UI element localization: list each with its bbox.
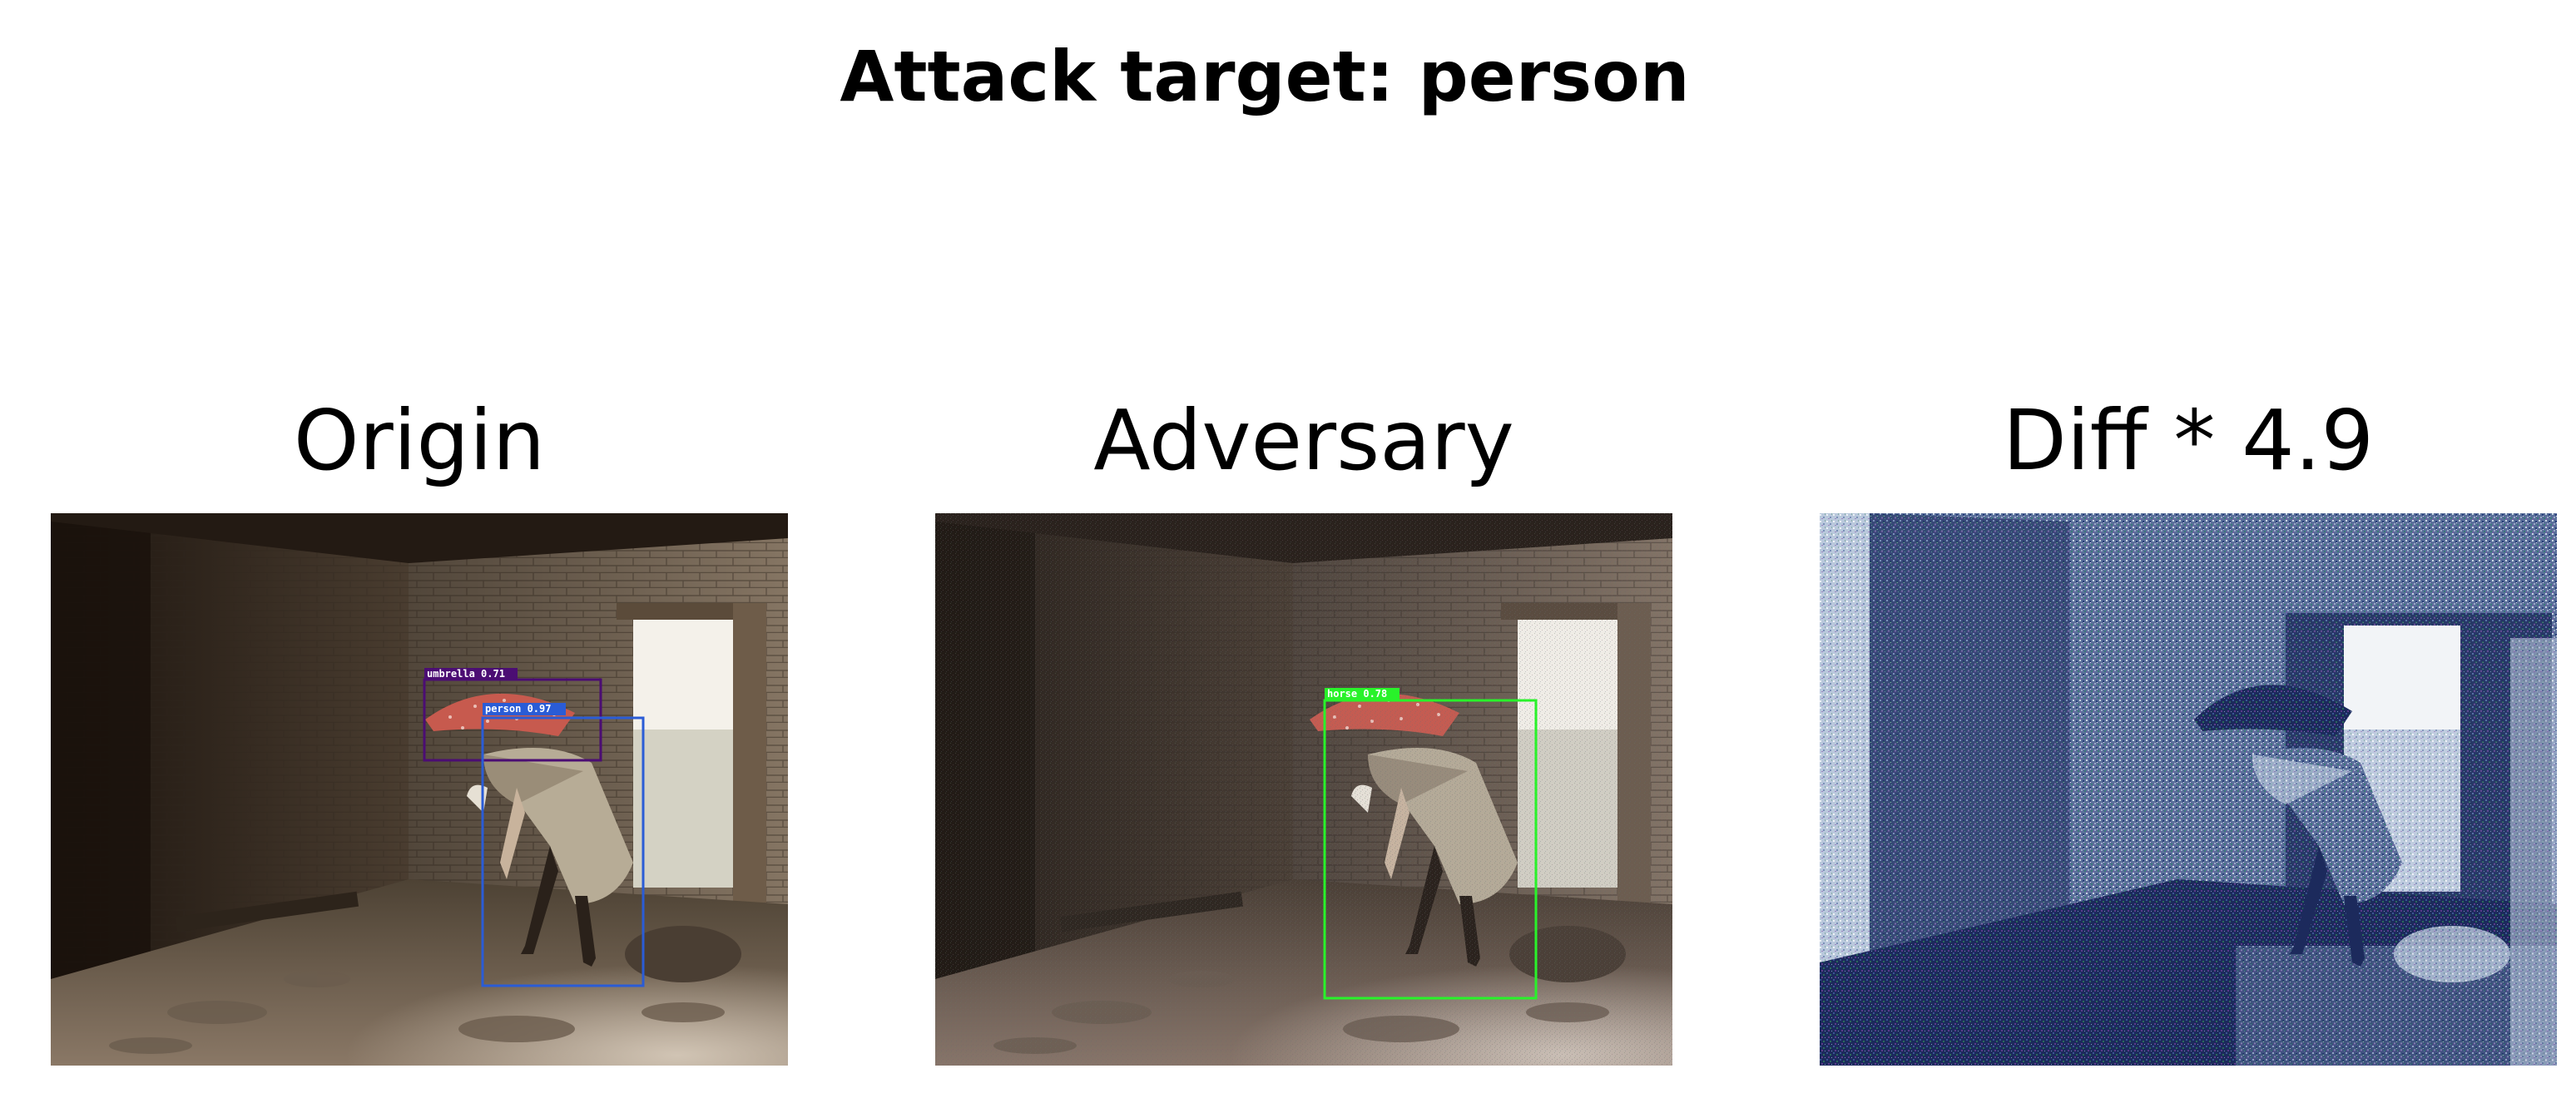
origin-scene-image — [51, 513, 788, 1066]
diff-image-panel — [1820, 513, 2557, 1066]
origin-image-panel: umbrella 0.71 person 0.97 — [51, 513, 788, 1066]
panel-title-adversary: Adversary — [1093, 392, 1514, 489]
detection-label-horse: horse 0.78 — [1327, 688, 1388, 700]
adversary-image-panel: horse 0.78 — [935, 513, 1672, 1066]
panel-title-origin: Origin — [293, 392, 546, 489]
detection-label-person: person 0.97 — [485, 703, 552, 715]
diff-perturbation-image — [1820, 513, 2557, 1066]
adversary-scene-image — [935, 513, 1672, 1066]
figure-title: Attack target: person — [840, 36, 1690, 117]
detection-label-umbrella: umbrella 0.71 — [427, 668, 505, 680]
panel-title-diff: Diff * 4.9 — [2002, 392, 2375, 489]
